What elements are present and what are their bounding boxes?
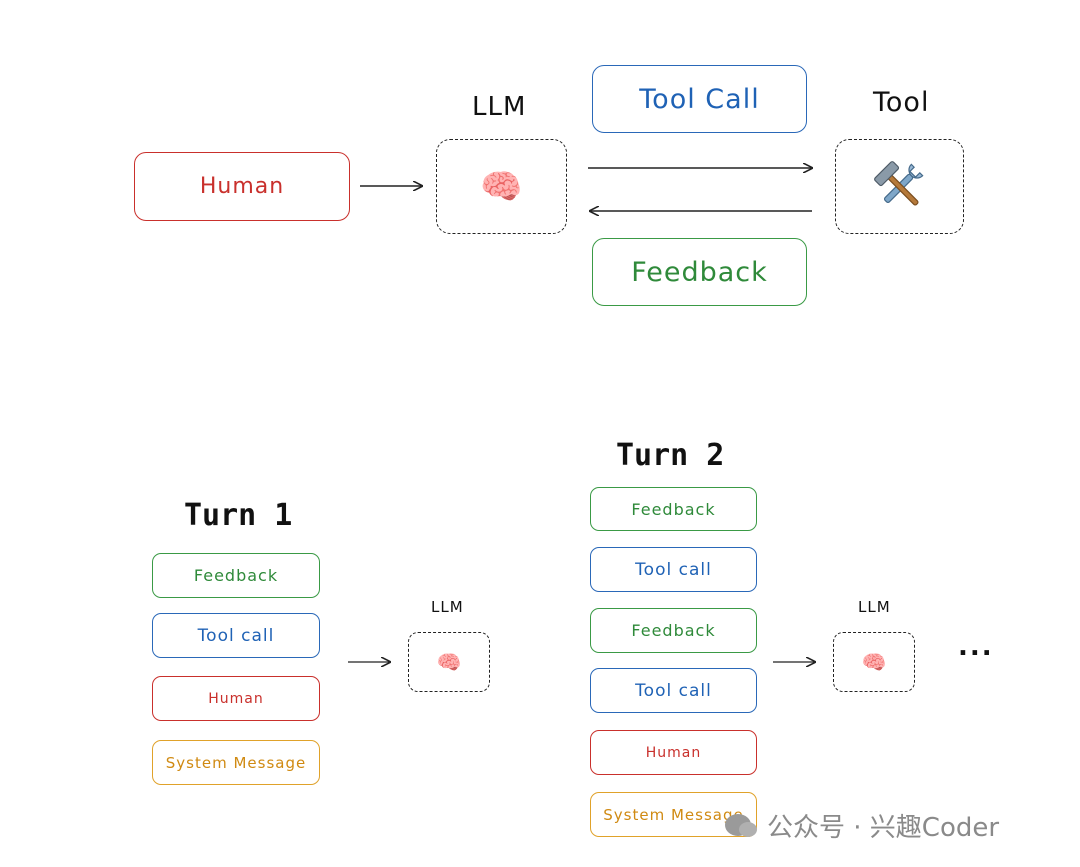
turn2-llm-title: LLM — [858, 598, 891, 616]
turn2-tool-call-box-2: Tool call — [590, 668, 757, 713]
wechat-icon — [725, 814, 757, 837]
llm-box: 🧠 — [436, 139, 567, 234]
turn1-system-message-label: System Message — [165, 753, 307, 772]
hammer-and-wrench-icon — [873, 160, 923, 206]
turn1-brain-icon: 🧠 — [436, 650, 462, 674]
brain-icon: 🧠 — [480, 166, 523, 207]
tool-title: Tool — [873, 87, 930, 118]
watermark: 公众号 · 兴趣Coder — [725, 805, 999, 845]
feedback-label: Feedback — [631, 256, 768, 288]
turn2-feedback-label-2: Feedback — [631, 621, 716, 640]
turn1-tool-call-box: Tool call — [152, 613, 320, 658]
feedback-box: Feedback — [592, 238, 807, 306]
turn1-human-box: Human — [152, 676, 320, 721]
tool-call-label: Tool Call — [639, 83, 760, 115]
ellipsis: ... — [958, 632, 994, 662]
tool-box — [835, 139, 964, 234]
turn2-feedback-label-1: Feedback — [631, 499, 716, 519]
turn1-tool-call-label: Tool call — [197, 625, 275, 646]
human-label: Human — [199, 174, 285, 199]
turn1-title: Turn 1 — [184, 498, 293, 533]
turn2-human-label: Human — [645, 744, 702, 761]
turn2-title: Turn 2 — [616, 438, 725, 473]
turn2-tool-call-label-2: Tool call — [635, 680, 712, 701]
watermark-text: 公众号 · 兴趣Coder — [767, 812, 1000, 843]
turn1-llm-title: LLM — [431, 598, 464, 616]
turn2-feedback-box-2: Feedback — [590, 608, 757, 653]
turn1-llm-box: 🧠 — [408, 632, 490, 692]
llm-title: LLM — [472, 92, 527, 122]
turn2-tool-call-label-1: Tool call — [635, 559, 712, 580]
turn2-system-message-label: System Message — [603, 805, 744, 824]
turn1-human-label: Human — [208, 690, 264, 707]
turn2-llm-box: 🧠 — [833, 632, 915, 692]
turn1-system-message-box: System Message — [152, 740, 320, 785]
human-box: Human — [134, 152, 350, 221]
turn2-tool-call-box-1: Tool call — [590, 547, 757, 592]
turn2-feedback-box-1: Feedback — [590, 487, 757, 531]
turn2-brain-icon: 🧠 — [861, 650, 887, 674]
tool-call-box: Tool Call — [592, 65, 807, 133]
turn1-feedback-label: Feedback — [193, 566, 279, 585]
turn1-feedback-box: Feedback — [152, 553, 320, 598]
turn2-human-box: Human — [590, 730, 757, 775]
